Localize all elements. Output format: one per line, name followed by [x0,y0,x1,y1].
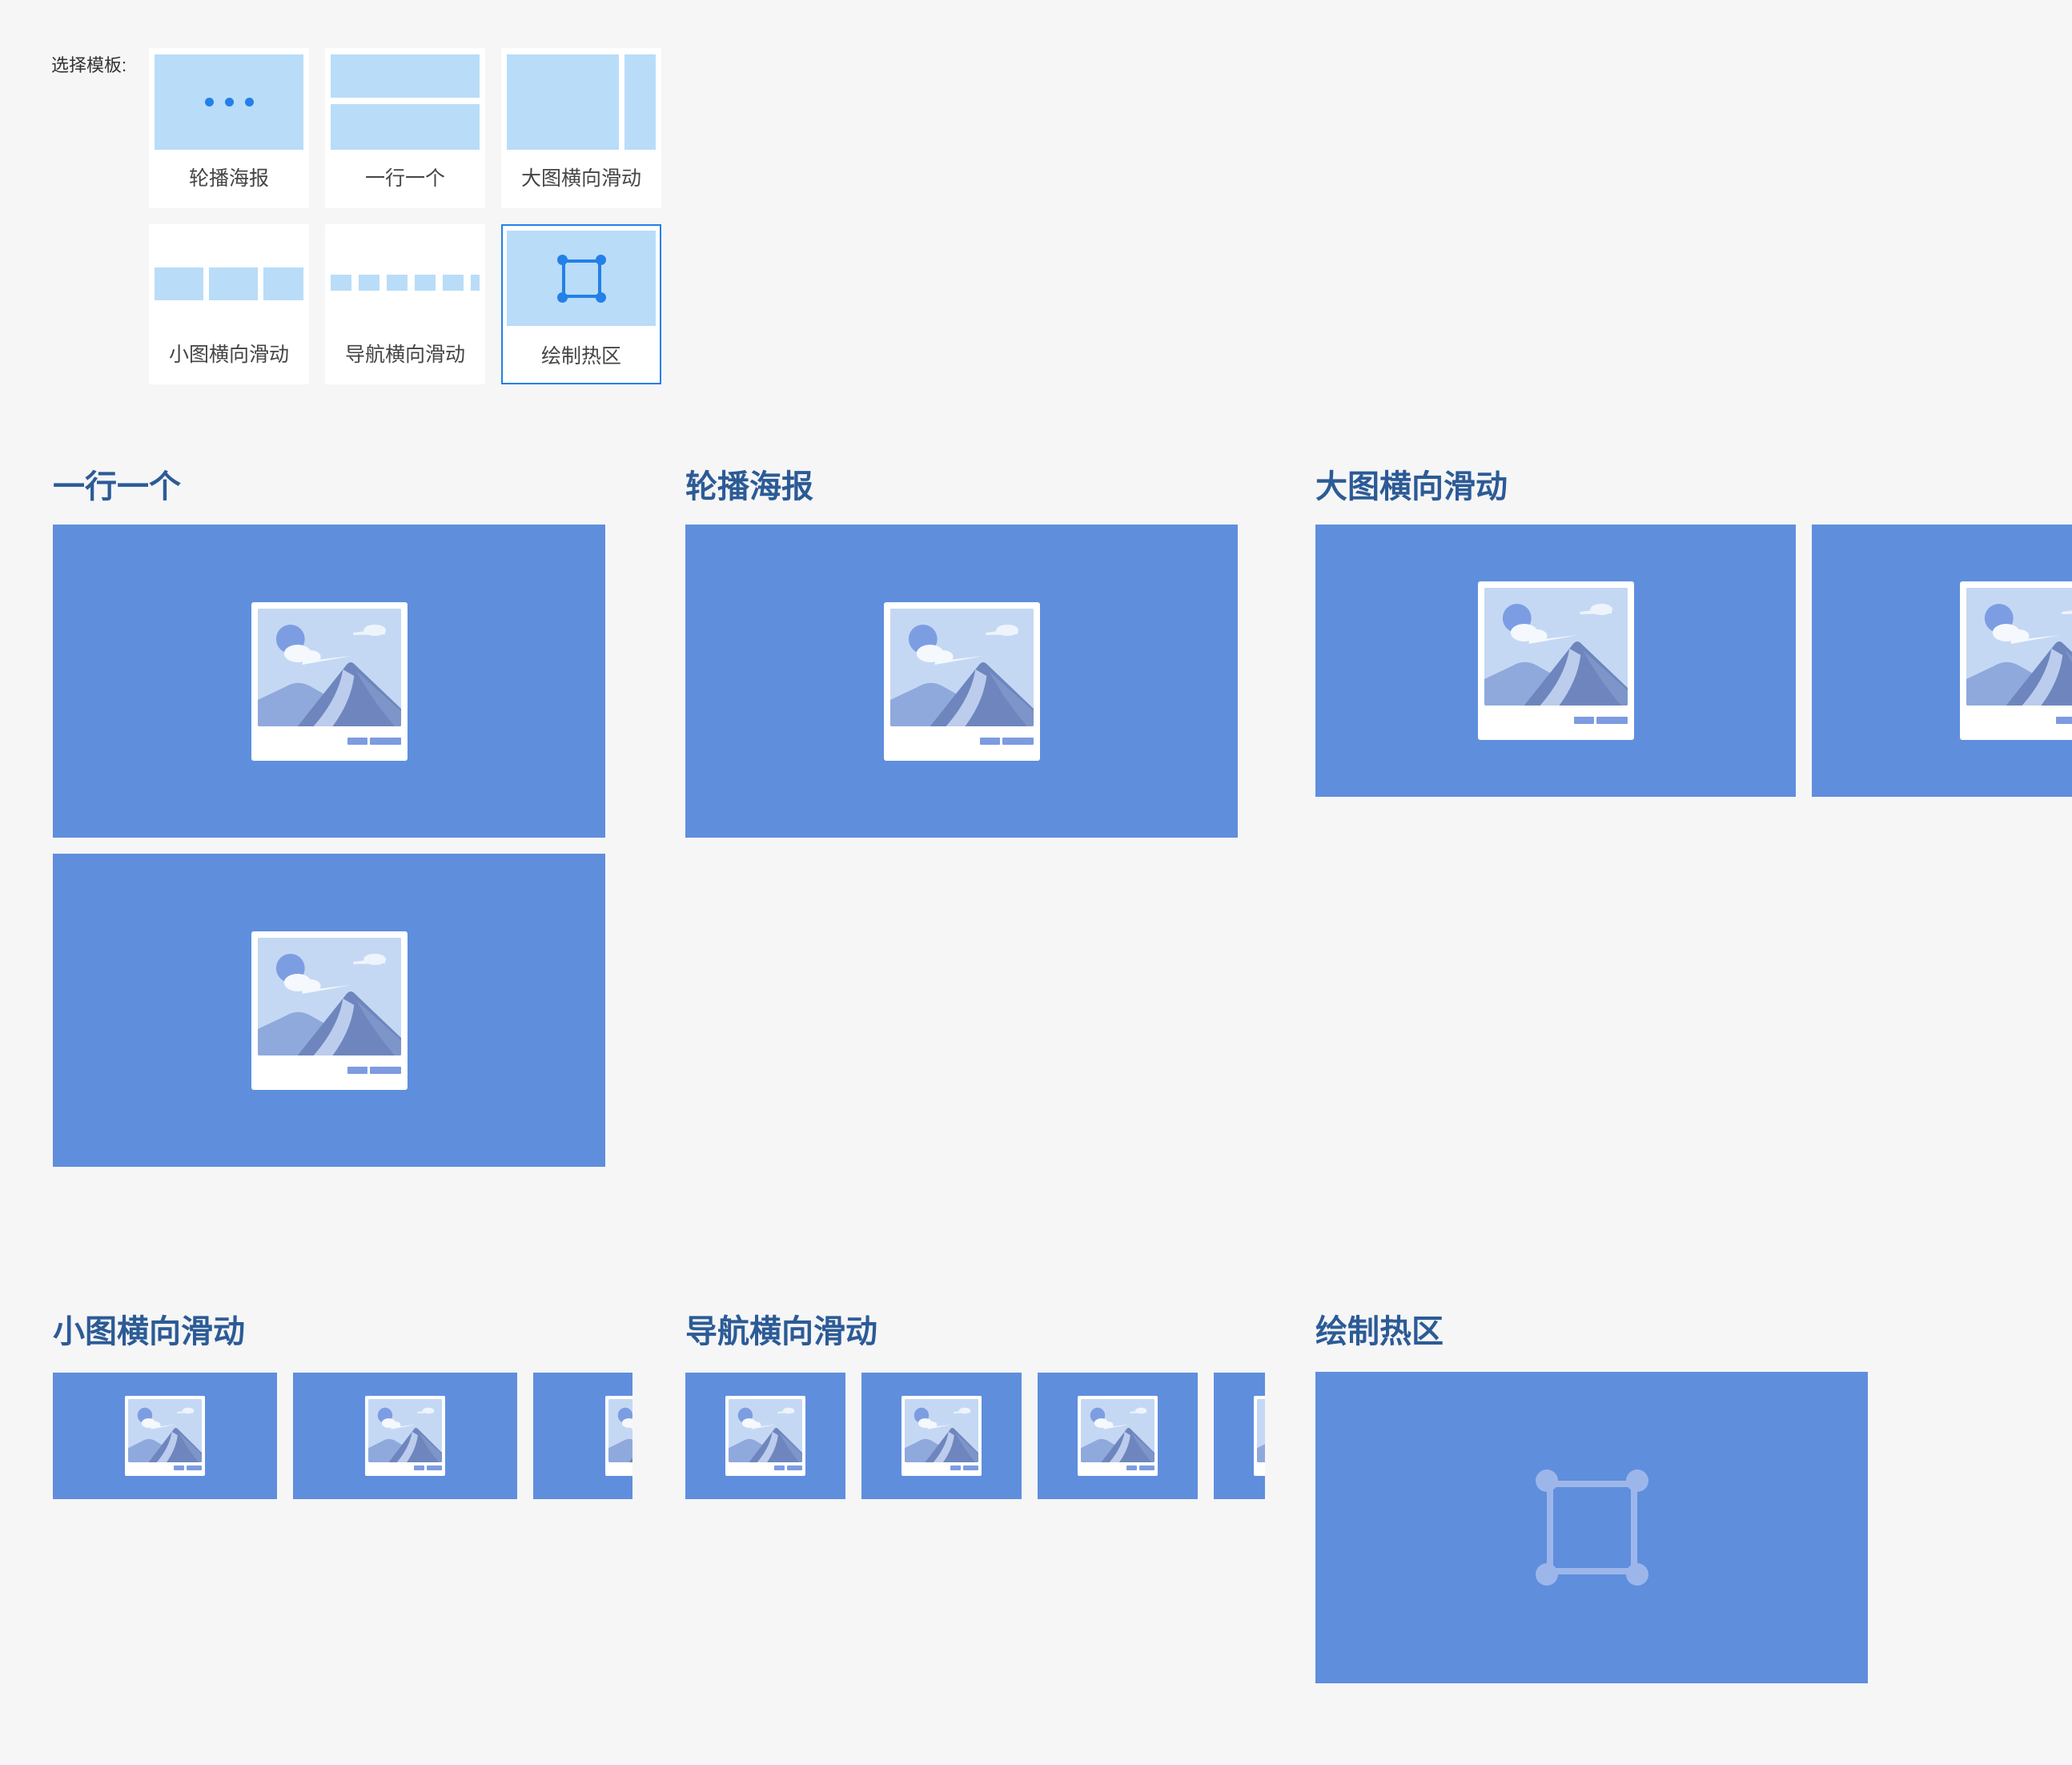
nav-scroll-thumbnail [331,231,480,326]
image-placeholder-icon [251,601,408,761]
image-placeholder-icon [883,601,1040,761]
template-card-label: 导航横向滑动 [344,344,465,366]
image-placeholder-icon [1960,581,2072,740]
preview-strip-nav-scroll [685,1373,1265,1499]
one-per-row-thumbnail [331,54,480,150]
preview-box-large-scroll-1 [1315,525,1796,797]
preview-box-large-scroll-2 [1812,525,2072,797]
image-placeholder-icon [1477,581,1634,740]
template-card-carousel-poster[interactable]: 轮播海报 [149,48,309,208]
image-placeholder-icon [901,1396,982,1476]
template-picker-label: 选择模板: [51,55,127,75]
image-placeholder-icon [1078,1396,1158,1476]
large-image-scroll-thumbnail [507,54,656,150]
template-card-label: 小图横向滑动 [168,344,289,366]
preview-box-hotspot [1315,1372,1868,1683]
small-image-scroll-thumbnail [155,231,303,326]
preview-box-small-scroll-3 [533,1373,632,1499]
hotspot-rect-icon [1535,1469,1648,1586]
template-card-label: 一行一个 [364,167,445,190]
carousel-poster-thumbnail [155,54,303,150]
preview-box-nav-scroll-3 [1038,1373,1198,1499]
preview-title-small-scroll: 小图横向滑动 [53,1314,245,1349]
image-placeholder-icon [125,1396,205,1476]
preview-box-nav-scroll-2 [861,1373,1022,1499]
preview-title-carousel-poster: 轮播海报 [685,469,813,505]
carousel-dots-icon [155,54,303,150]
preview-title-one-per-row: 一行一个 [53,469,181,505]
image-placeholder-icon [251,931,408,1090]
template-card-large-image-horizontal-scroll[interactable]: 大图横向滑动 [501,48,661,208]
preview-box-nav-scroll-4 [1214,1373,1265,1499]
template-card-draw-hotspot[interactable]: 绘制热区 [501,224,661,384]
preview-box-one-per-row-2 [53,854,605,1167]
hotspot-rect-icon [556,254,606,303]
template-card-nav-horizontal-scroll[interactable]: 导航横向滑动 [325,224,485,384]
image-placeholder-icon [365,1396,445,1476]
template-card-label: 绘制热区 [540,345,621,368]
template-card-one-per-row[interactable]: 一行一个 [325,48,485,208]
template-card-label: 大图横向滑动 [520,167,641,190]
preview-title-large-scroll: 大图横向滑动 [1315,469,1508,505]
preview-box-one-per-row-1 [53,525,605,838]
preview-strip-small-scroll [53,1373,632,1499]
image-placeholder-icon [1254,1396,1265,1476]
preview-box-small-scroll-2 [293,1373,517,1499]
image-placeholder-icon [725,1396,805,1476]
preview-box-small-scroll-1 [53,1373,277,1499]
template-card-label: 轮播海报 [188,167,269,190]
preview-title-nav-scroll: 导航横向滑动 [685,1314,877,1349]
preview-strip-large-scroll [1315,525,2072,797]
image-placeholder-icon [605,1396,632,1476]
draw-hotspot-thumbnail [507,231,656,326]
preview-title-hotspot: 绘制热区 [1315,1314,1444,1349]
preview-box-carousel-poster [685,525,1238,838]
preview-box-nav-scroll-1 [685,1373,845,1499]
template-card-small-image-horizontal-scroll[interactable]: 小图横向滑动 [149,224,309,384]
